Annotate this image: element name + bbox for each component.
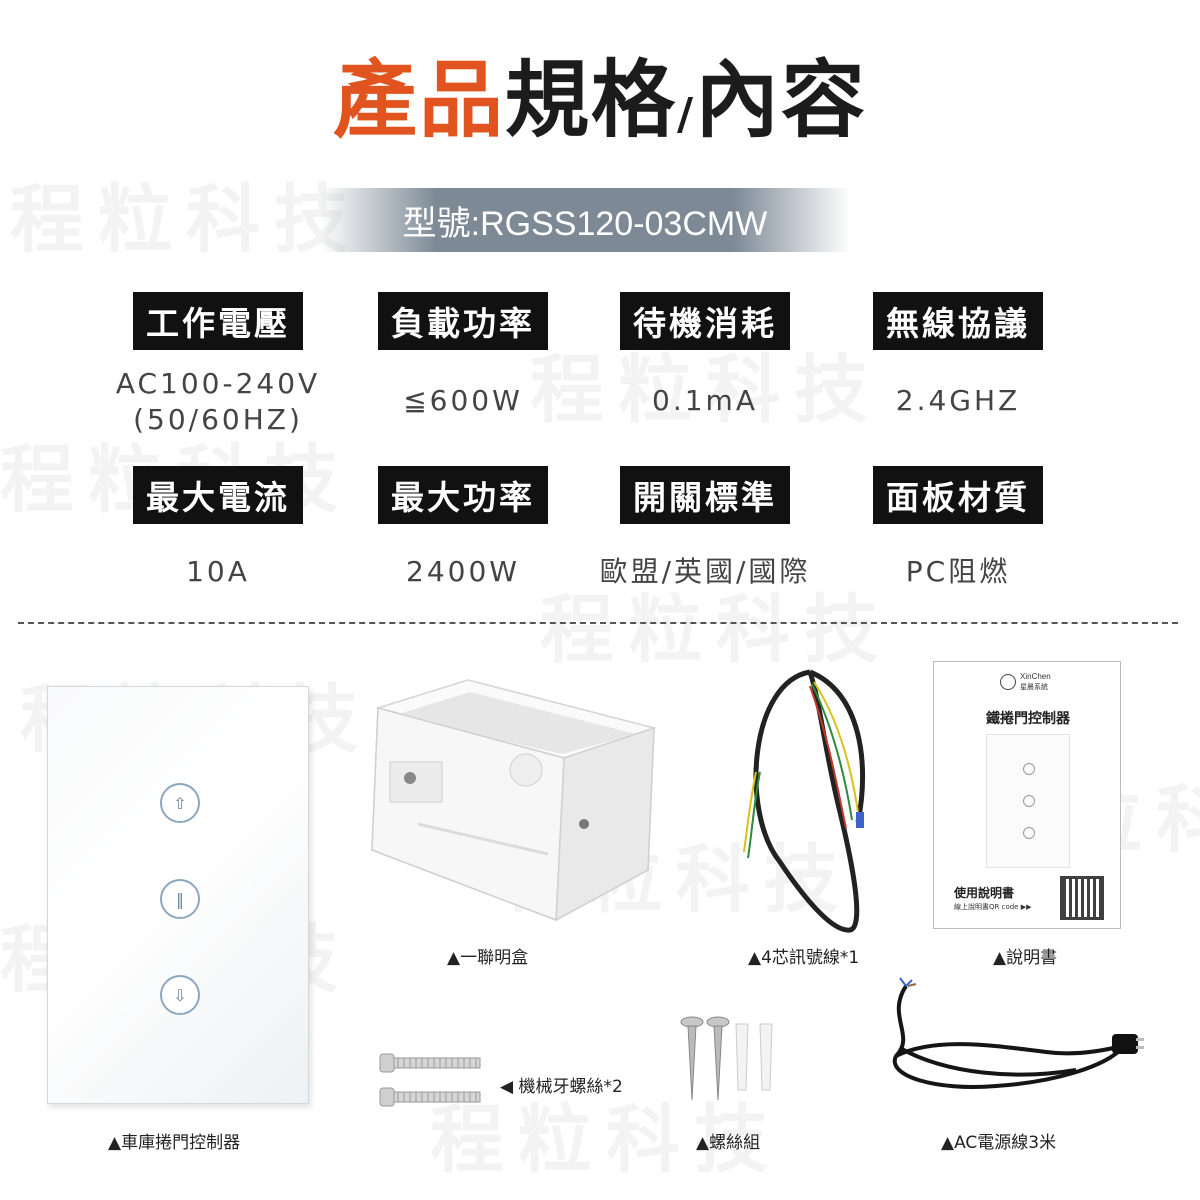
- machine-screws-image: [379, 1053, 481, 1107]
- spec-value-voltage: AC100-240V (50/60HZ): [115, 367, 321, 436]
- manual-image: XinChen 星晨系統 鐵捲門控制器 使用說明書 線上說明書QR code ▶…: [933, 661, 1121, 929]
- up-arrow-icon: ⇧: [160, 783, 200, 823]
- manual-brand: XinChen: [1020, 672, 1051, 681]
- caption-screw-set: ▲螺絲組: [696, 1133, 761, 1153]
- model-banner: 型號:RGSS120-03CMW: [320, 188, 850, 252]
- caption-signal-wire: ▲4芯訊號線*1: [748, 948, 860, 968]
- spec-value-max-current: 10A: [186, 555, 250, 588]
- down-arrow-icon: ⇩: [160, 975, 200, 1015]
- spec-value-material: PC阻燃: [905, 555, 1011, 588]
- spec-label-load-power: 負載功率: [378, 292, 548, 350]
- model-number: 型號:RGSS120-03CMW: [402, 204, 768, 243]
- spec-label-max-current: 最大電流: [133, 466, 303, 524]
- section-divider: [18, 622, 1178, 624]
- title-accent-1: 產品: [332, 51, 505, 149]
- spec-value-load-power: ≦600W: [403, 384, 523, 417]
- spec-value-wireless: 2.4GHZ: [895, 384, 1021, 417]
- spec-label-material: 面板材質: [873, 466, 1043, 524]
- pause-icon: ‖: [160, 879, 200, 919]
- page-title: 產品規格/內容: [0, 50, 1200, 165]
- brand-logo-icon: [1000, 674, 1016, 690]
- manual-qr-note: 線上說明書QR code ▶▶: [954, 903, 1032, 911]
- title-part-2: 規格: [504, 51, 677, 149]
- ac-cable-image: [892, 977, 1144, 1089]
- controller-panel-image: ⇧ ‖ ⇩: [47, 686, 309, 1104]
- title-slash: /: [676, 89, 696, 140]
- manual-brand-sub: 星晨系統: [1020, 683, 1048, 691]
- title-part-3: 內容: [695, 51, 868, 149]
- junction-box-image: [371, 679, 657, 922]
- spec-value-standard: 歐盟/英國/國際: [599, 555, 811, 588]
- spec-value-standby: 0.1mA: [652, 384, 758, 417]
- spec-label-max-power: 最大功率: [378, 466, 548, 524]
- caption-manual: ▲說明書: [993, 948, 1058, 968]
- caption-ac-cable: ▲AC電源線3米: [941, 1133, 1057, 1153]
- spec-value-max-power: 2400W: [406, 555, 520, 588]
- qr-code-icon: [1060, 876, 1104, 920]
- manual-panel-illustration: [986, 734, 1070, 868]
- manual-title: 鐵捲門控制器: [986, 711, 1070, 727]
- screw-set-image: [680, 1016, 773, 1101]
- signal-wire-image: [743, 669, 866, 933]
- spec-label-standby: 待機消耗: [620, 292, 790, 350]
- caption-controller: ▲車庫捲門控制器: [108, 1133, 241, 1153]
- caption-junction-box: ▲一聯明盒: [447, 948, 529, 968]
- watermark: 程粒科技: [10, 177, 362, 263]
- spec-label-voltage: 工作電壓: [133, 292, 303, 350]
- manual-usage: 使用說明書: [954, 886, 1015, 900]
- caption-machine-screws: ◀ 機械牙螺絲*2: [500, 1077, 623, 1097]
- spec-label-standard: 開關標準: [620, 466, 790, 524]
- spec-label-wireless: 無線協議: [873, 292, 1043, 350]
